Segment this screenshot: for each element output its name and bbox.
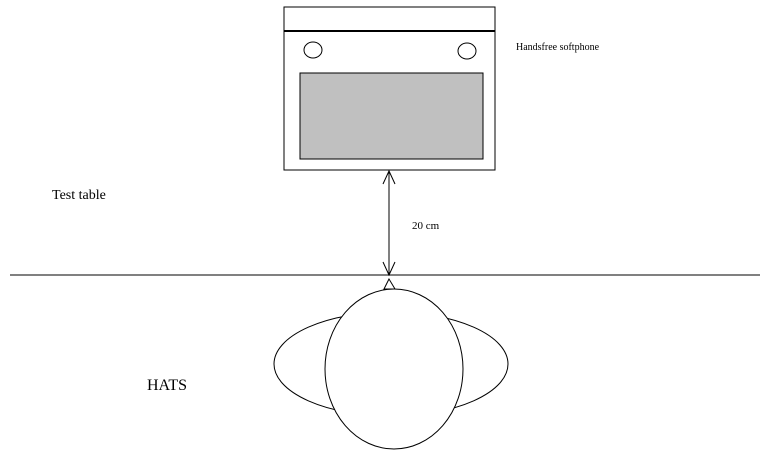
table-label: Test table	[52, 188, 106, 203]
distance-label: 20 cm	[412, 220, 440, 232]
softphone-device	[283, 6, 496, 171]
hats-head	[324, 288, 464, 450]
device-right-button	[457, 42, 477, 60]
distance-arrow	[382, 169, 396, 277]
hats-figure	[273, 277, 509, 450]
hats-mouth-reference	[383, 277, 396, 290]
hats-label: HATS	[147, 377, 187, 394]
device-label: Handsfree softphone	[516, 42, 600, 53]
device-left-button	[303, 41, 323, 59]
device-screen	[299, 72, 484, 160]
device-top-bar	[283, 6, 496, 32]
